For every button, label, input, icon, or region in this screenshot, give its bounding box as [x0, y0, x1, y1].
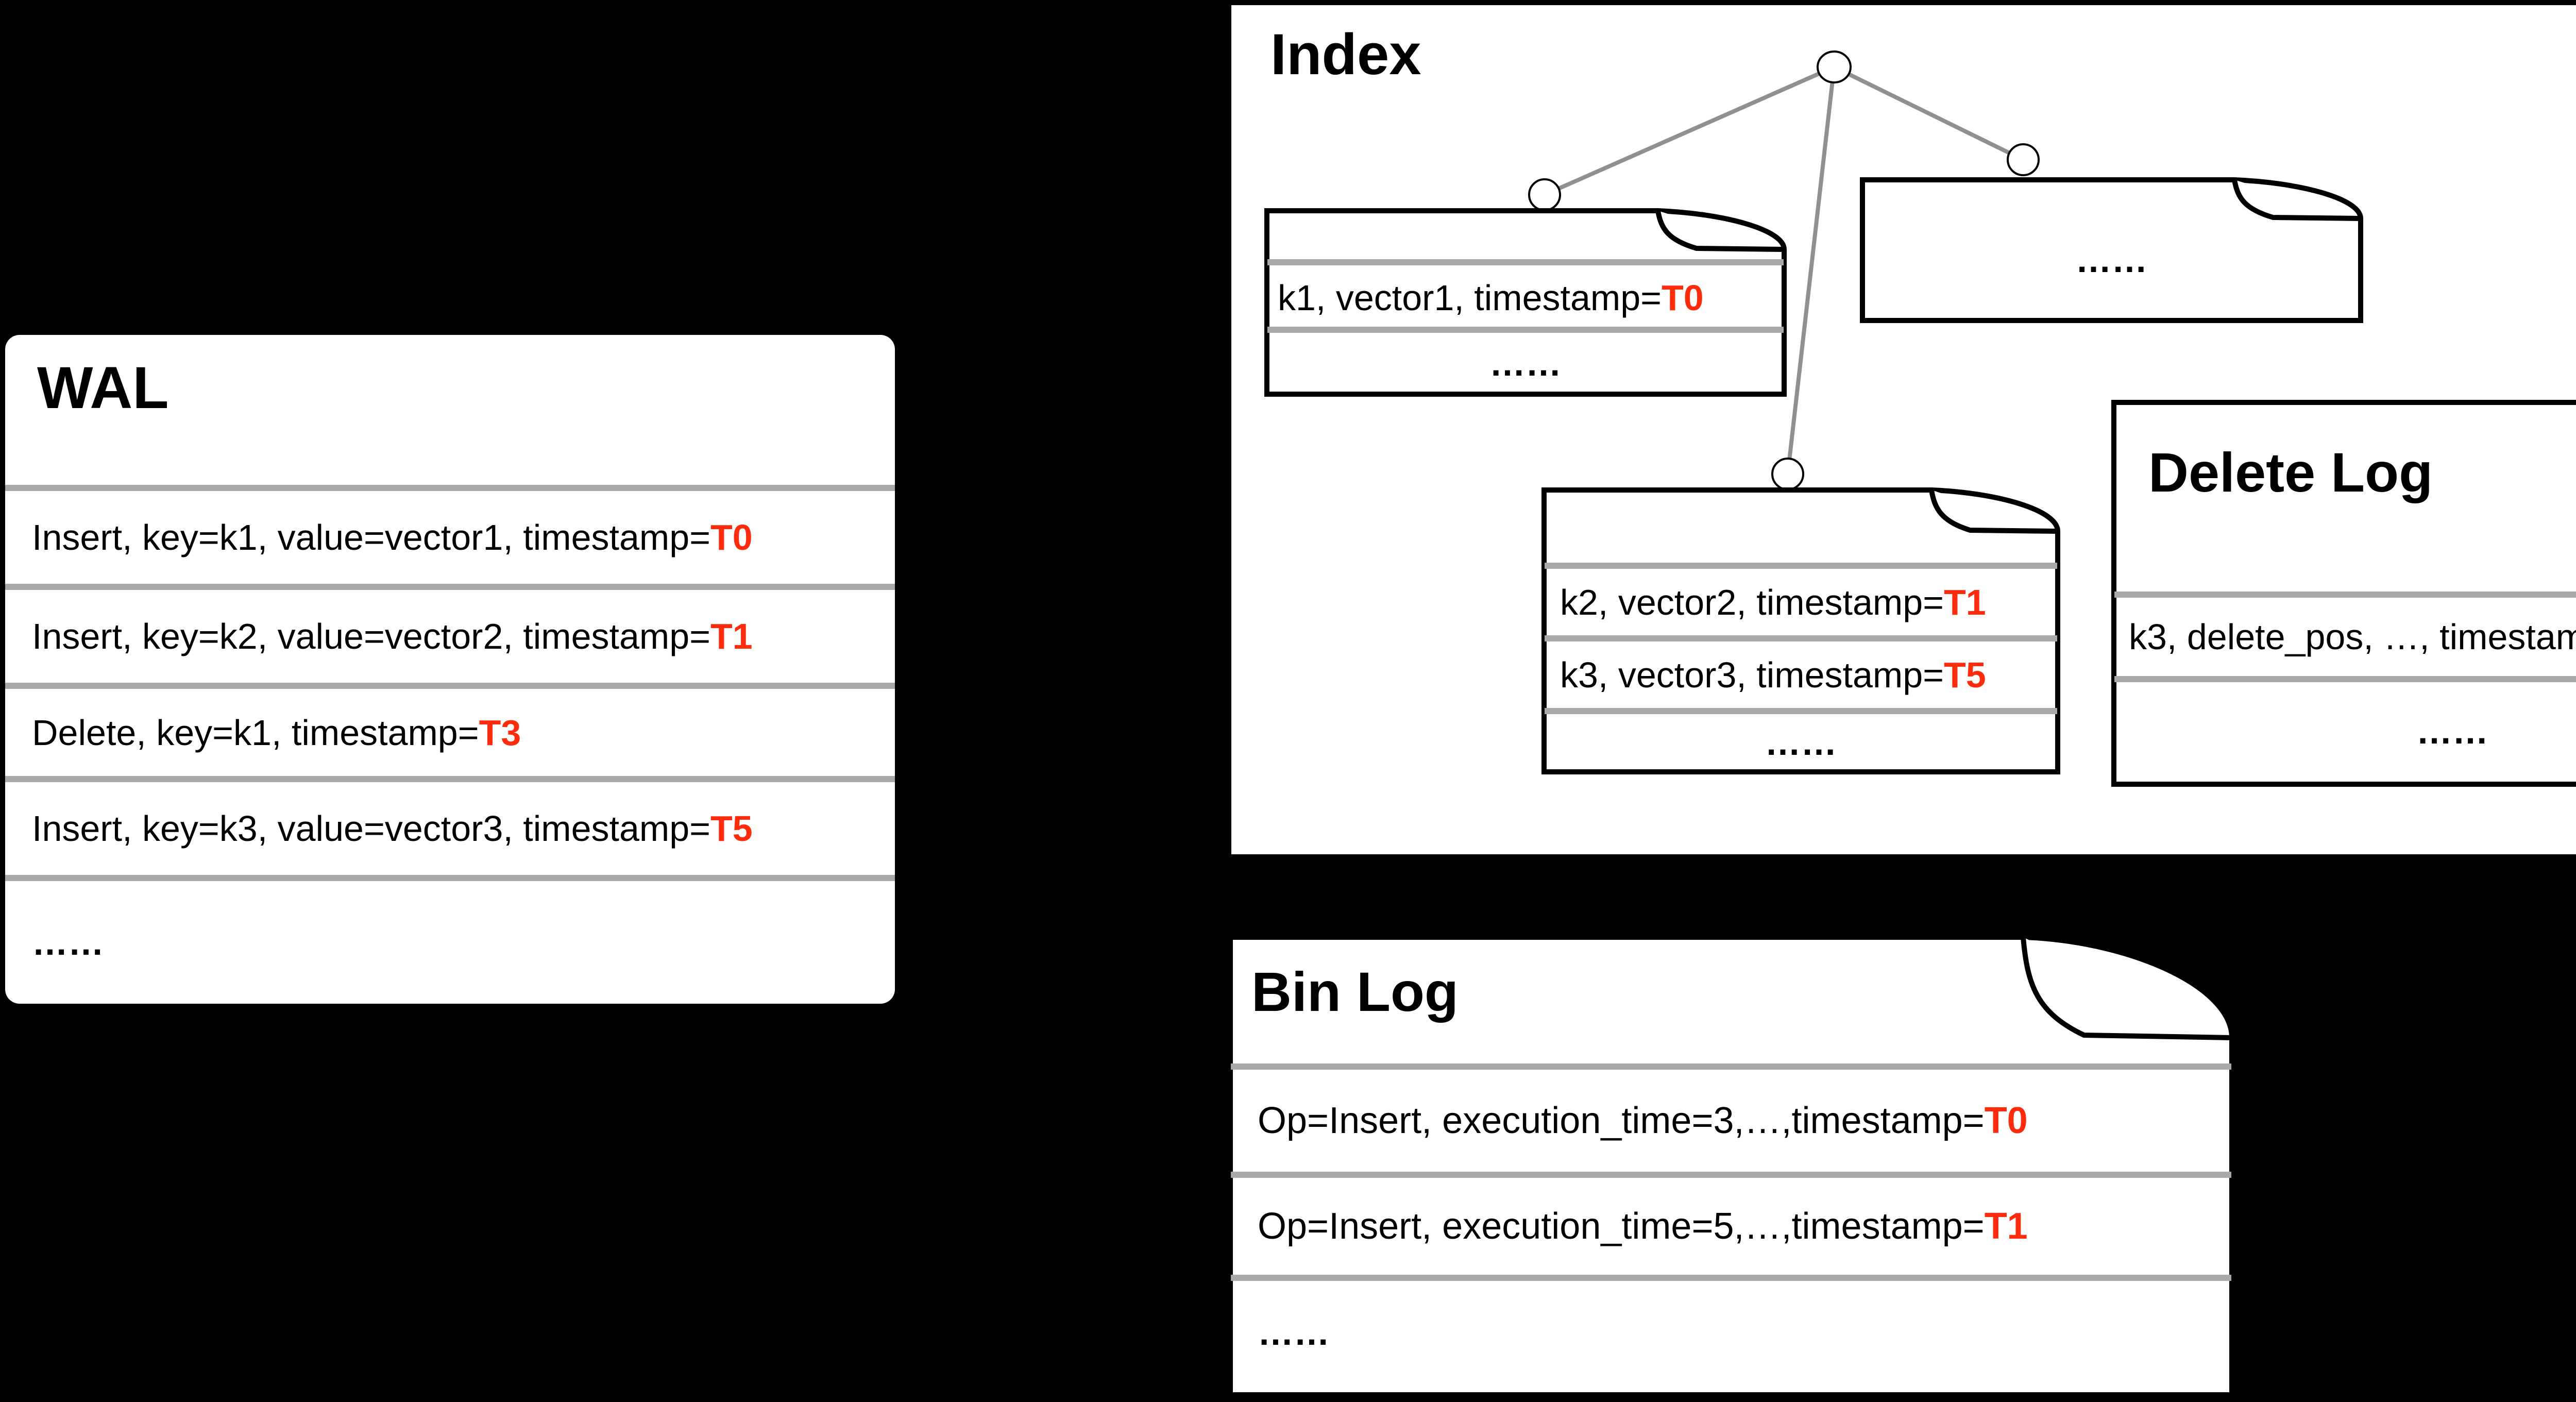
- doc-ellipsis-row: ……: [1264, 333, 1787, 394]
- ellipsis-label: ……: [2075, 240, 2148, 280]
- wal-row-text: Delete, key=k1, timestamp=: [32, 712, 479, 753]
- folded-page-outline: [1541, 487, 2060, 774]
- bin-log-title: Bin Log: [1251, 945, 1459, 1038]
- delete-log-doc: Delete Log k3, delete_pos, …, timestamp=…: [2111, 400, 2576, 787]
- timestamp-value: T3: [479, 712, 521, 753]
- index-panel: Index k1, vector1, timestamp=T0: [1231, 5, 2576, 854]
- timestamp-value: T1: [710, 616, 753, 656]
- ellipsis-label: ……: [1765, 722, 1837, 763]
- timestamp-value: T0: [1984, 1100, 2028, 1141]
- timestamp-value: T0: [710, 517, 753, 558]
- page-fold-flap: [1929, 489, 2058, 534]
- index-segment-doc-1: k1, vector1, timestamp=T0 ……: [1264, 208, 1787, 397]
- wal-row-text: Insert, key=k3, value=vector3, timestamp…: [32, 808, 711, 849]
- doc-ellipsis-row: ……: [1541, 714, 2060, 771]
- timestamp-value: T0: [1662, 277, 1704, 318]
- ellipsis-label: ……: [32, 922, 104, 962]
- doc-row-text: k3, delete_pos, …, timestamp=: [2129, 617, 2576, 657]
- page-fold-flap: [2232, 179, 2361, 221]
- doc-row-text: Op=Insert, execution_time=3,…,timestamp=: [1258, 1100, 1985, 1141]
- doc-row-text: k2, vector2, timestamp=: [1560, 582, 1944, 622]
- delete-log-title: Delete Log: [2148, 426, 2433, 518]
- folded-page-outline: [2111, 400, 2576, 787]
- doc-row: k1, vector1, timestamp=T0: [1264, 265, 1787, 330]
- wal-title-label: WAL: [37, 355, 169, 421]
- timestamp-value: T1: [1944, 582, 1986, 622]
- doc-row: k3, delete_pos, …, timestamp=T3: [2111, 598, 2576, 676]
- doc-ellipsis-row: ……: [2111, 682, 2576, 780]
- index-title-label: Index: [1270, 22, 1421, 87]
- doc-row: k2, vector2, timestamp=T1: [1541, 569, 2060, 635]
- timestamp-value: T5: [1944, 654, 1986, 695]
- doc-row-text: k3, vector3, timestamp=: [1560, 654, 1944, 695]
- doc-row: Op=Insert, execution_time=3,…,timestamp=…: [1228, 1070, 2234, 1172]
- timestamp-value: T5: [710, 808, 753, 849]
- ellipsis-label: ……: [1258, 1312, 1330, 1353]
- page-fold-flap: [2021, 937, 2232, 1040]
- wal-row: Insert, key=k2, value=vector2, timestamp…: [5, 584, 895, 683]
- tree-node-left: [1528, 178, 1561, 211]
- tree-root-node: [1817, 50, 1852, 83]
- folded-page-outline: [1264, 208, 1787, 397]
- tree-node-middle: [1771, 458, 1804, 491]
- index-tree: [1528, 50, 2040, 491]
- doc-row: Op=Insert, execution_time=5,…,timestamp=…: [1228, 1178, 2234, 1275]
- index-title: Index: [1270, 10, 1421, 98]
- tree-edge-root-left: [1544, 65, 1835, 197]
- doc-row: k3, vector3, timestamp=T5: [1541, 641, 2060, 708]
- index-segment-doc-3: ……: [1860, 177, 2363, 323]
- doc-ellipsis-row: ……: [1860, 208, 2363, 311]
- ellipsis-label: ……: [2416, 711, 2488, 751]
- tree-node-right: [2007, 143, 2040, 176]
- wal-row-text: Insert, key=k2, value=vector2, timestamp…: [32, 616, 711, 656]
- bin-log-doc: Bin Log Op=Insert, execution_time=3,…,ti…: [1228, 935, 2234, 1397]
- page-fold-flap: [1655, 210, 1785, 252]
- tree-edge-root-middle: [1786, 66, 1836, 475]
- doc-ellipsis-row: ……: [1228, 1281, 2234, 1384]
- doc-row-text: Op=Insert, execution_time=5,…,timestamp=: [1258, 1206, 1985, 1247]
- index-segment-doc-2: k2, vector2, timestamp=T1 k3, vector3, t…: [1541, 487, 2060, 774]
- wal-title: WAL: [37, 344, 169, 432]
- doc-row-text: k1, vector1, timestamp=: [1278, 277, 1662, 318]
- folded-page-outline: [1860, 177, 2363, 323]
- timestamp-value: T1: [1984, 1206, 2028, 1247]
- tree-edge-root-right: [1833, 65, 2024, 162]
- wal-row: Insert, key=k3, value=vector3, timestamp…: [5, 776, 895, 875]
- delete-log-title-label: Delete Log: [2148, 441, 2433, 503]
- wal-row: Delete, key=k1, timestamp=T3: [5, 683, 895, 776]
- bin-log-title-label: Bin Log: [1251, 960, 1459, 1023]
- wal-ellipsis-row: ……: [5, 875, 895, 1004]
- ellipsis-label: ……: [1489, 343, 1562, 383]
- wal-table: WAL Insert, key=k1, value=vector1, times…: [5, 335, 895, 1004]
- folded-page-outline: [1228, 935, 2234, 1397]
- wal-row-text: Insert, key=k1, value=vector1, timestamp…: [32, 517, 711, 558]
- wal-row: Insert, key=k1, value=vector1, timestamp…: [5, 485, 895, 584]
